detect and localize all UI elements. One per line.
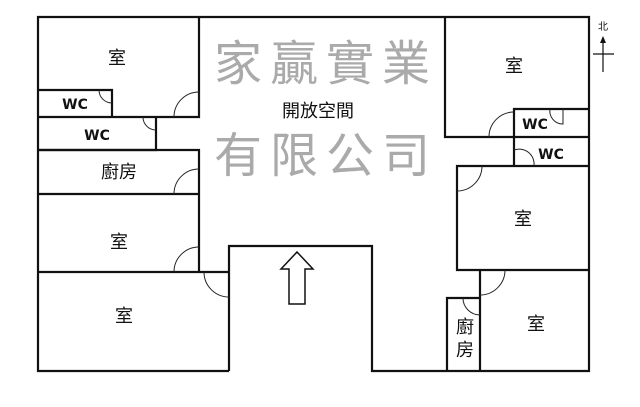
entrance-arrow-icon [279, 250, 315, 305]
north-arrow-icon: 北 [593, 21, 614, 72]
walls [36, 15, 591, 373]
kitchen-label-bottom: 房 [456, 340, 474, 361]
north-label: 北 [598, 21, 608, 33]
room-label: 室 [527, 314, 545, 335]
room-label: 室 [110, 232, 128, 253]
wc-label: WC [522, 117, 548, 133]
watermark-line: 有限公司 [214, 128, 438, 184]
watermark: 家贏實業有限公司 [214, 36, 438, 184]
doors [98, 89, 564, 316]
watermark-line: 家贏實業 [214, 36, 438, 92]
room-label: 室 [115, 306, 133, 327]
room-label: 室 [505, 56, 523, 77]
room-label: 室 [514, 209, 532, 230]
wc-label: WC [538, 147, 564, 163]
wc-label: WC [62, 97, 88, 113]
open-space-label: 開放空間 [282, 101, 354, 122]
kitchen-label-top: 廚 [456, 316, 474, 338]
room-label: 室 [108, 48, 126, 69]
kitchen-label: 廚房 [101, 161, 137, 183]
wc-label: WC [84, 128, 110, 144]
